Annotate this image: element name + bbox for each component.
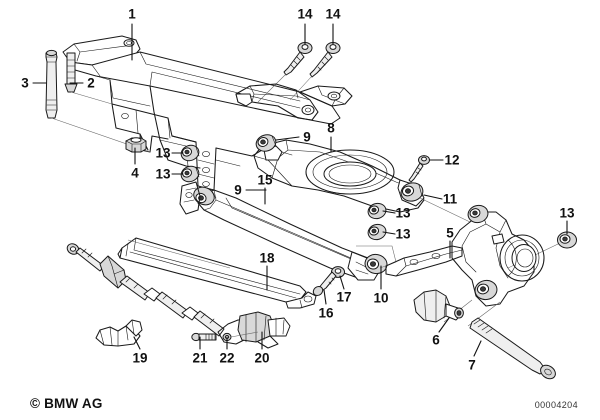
callout-number-14: 14 bbox=[297, 6, 313, 22]
upper-control-arm bbox=[235, 83, 319, 121]
callout-number-18: 18 bbox=[259, 250, 275, 266]
callout-number-13: 13 bbox=[395, 205, 411, 221]
callout-number-2: 2 bbox=[87, 75, 95, 91]
callout-leader-lines bbox=[32, 23, 568, 357]
callout-number-20: 20 bbox=[254, 350, 270, 366]
drawing-number: 00004204 bbox=[534, 400, 578, 410]
part-19-bracket bbox=[95, 319, 143, 347]
leader-line-9 bbox=[275, 136, 300, 141]
carrier-link bbox=[385, 245, 463, 277]
leader-line-7 bbox=[473, 340, 482, 357]
leader-line-16 bbox=[323, 289, 327, 305]
bushing-13e bbox=[507, 231, 577, 269]
callout-number-21: 21 bbox=[192, 350, 208, 366]
part-21-bolt-small bbox=[191, 332, 217, 342]
callout-number-12: 12 bbox=[444, 152, 460, 168]
bushing-13a bbox=[180, 144, 200, 162]
bracket-left-lower bbox=[179, 181, 201, 215]
part-2-bolt-short bbox=[64, 52, 113, 105]
part-6-ball-joint bbox=[413, 289, 464, 323]
carrier-upper-joint bbox=[467, 204, 489, 224]
part-20-drive-shaft bbox=[66, 243, 291, 349]
callout-number-19: 19 bbox=[132, 350, 148, 366]
leader-line-13 bbox=[382, 210, 396, 214]
callout-number-13: 13 bbox=[155, 166, 171, 182]
part-7-bolt bbox=[469, 317, 556, 380]
part-3-bolt-long bbox=[45, 49, 151, 153]
callout-number-15: 15 bbox=[257, 172, 273, 188]
part-16-bolt bbox=[312, 271, 337, 297]
callout-number-16: 16 bbox=[318, 305, 334, 321]
callout-number-13: 13 bbox=[155, 145, 171, 161]
callout-number-4: 4 bbox=[131, 165, 139, 181]
bushing-13b bbox=[180, 165, 200, 183]
bushing-13c bbox=[367, 202, 387, 220]
callout-number-13: 13 bbox=[559, 205, 575, 221]
callout-number-7: 7 bbox=[468, 357, 476, 373]
part-13-bushings bbox=[180, 144, 577, 269]
callout-number-9: 9 bbox=[234, 182, 242, 198]
part-8-control-arm bbox=[253, 134, 425, 213]
callout-number-22: 22 bbox=[219, 350, 235, 366]
part-18-torque-tube bbox=[117, 237, 317, 309]
callout-number-5: 5 bbox=[446, 225, 454, 241]
callout-number-17: 17 bbox=[336, 289, 352, 305]
part-11-bushing bbox=[400, 182, 471, 223]
leader-line-13 bbox=[382, 231, 396, 235]
callout-number-8: 8 bbox=[327, 120, 335, 136]
copyright-text: © BMW AG bbox=[30, 396, 103, 411]
leader-line-11 bbox=[423, 194, 443, 200]
part-4-nut bbox=[125, 137, 147, 153]
leader-line-6 bbox=[438, 317, 450, 333]
callout-number-9: 9 bbox=[303, 129, 311, 145]
callout-number-10: 10 bbox=[373, 290, 389, 306]
callout-number-11: 11 bbox=[442, 191, 458, 207]
callout-number-13: 13 bbox=[395, 226, 411, 242]
leader-line-19 bbox=[133, 336, 141, 350]
bushing-13d bbox=[367, 223, 387, 241]
leader-line-17 bbox=[339, 275, 345, 290]
callout-number-6: 6 bbox=[432, 332, 440, 348]
carrier-lower-joint bbox=[474, 279, 498, 301]
part-9-bushing-upper bbox=[255, 134, 277, 152]
callout-number-3: 3 bbox=[21, 75, 29, 91]
callout-number-1: 1 bbox=[128, 6, 136, 22]
callout-number-14: 14 bbox=[325, 6, 341, 22]
part-5-wheel-carrier bbox=[443, 204, 545, 327]
